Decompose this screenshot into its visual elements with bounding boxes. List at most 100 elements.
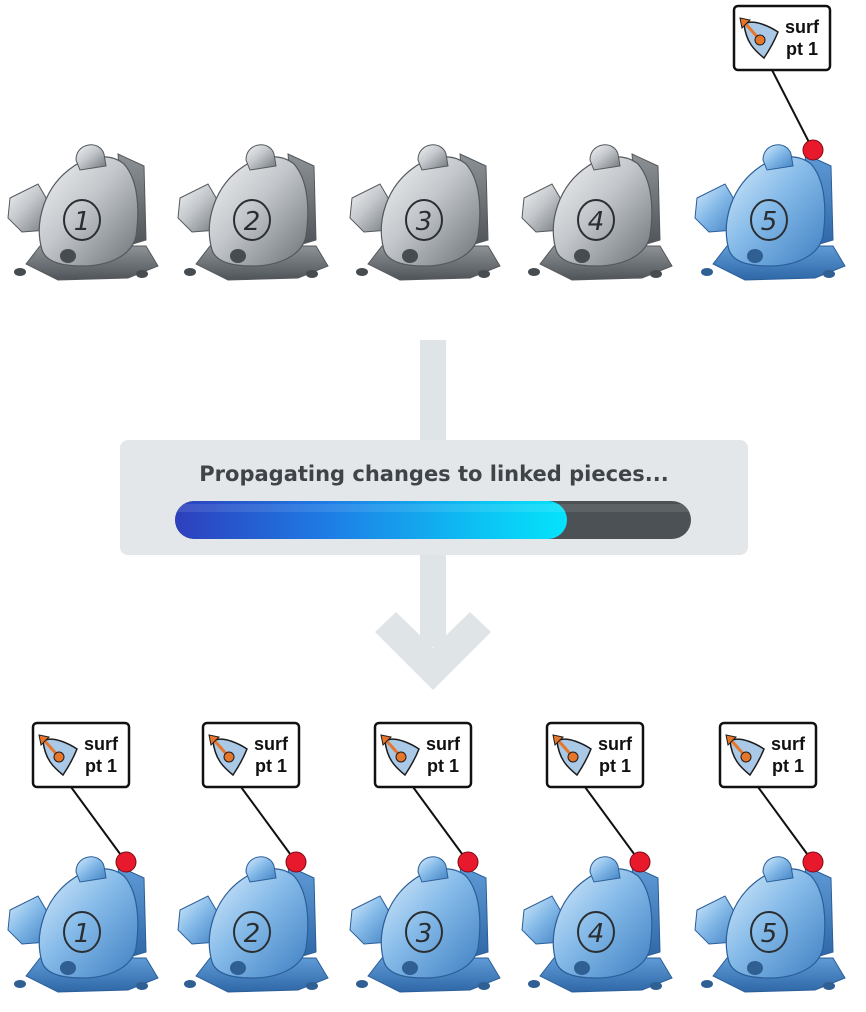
piece-top-boss — [417, 144, 449, 171]
piece-number: 3 — [416, 207, 433, 237]
surface-point-dot — [754, 34, 766, 46]
top-piece-1: 1 — [7, 144, 159, 281]
piece-body — [725, 156, 826, 267]
surface-point-icon — [38, 734, 78, 777]
piece-hole — [402, 961, 418, 975]
piece-number: 2 — [244, 207, 261, 237]
piece-top-boss — [75, 144, 107, 171]
bottom-piece-5: 5 — [694, 856, 846, 993]
bottom-piece-4: 4 — [521, 856, 673, 993]
bottom-piece-2: 2 — [177, 856, 329, 993]
piece-number-badge — [577, 911, 615, 953]
progress-bar-gloss — [175, 504, 691, 512]
piece-foot-hole — [306, 270, 318, 278]
callout-leader-line — [584, 786, 641, 863]
piece-foot-hole — [306, 982, 318, 990]
progress-panel: Propagating changes to linked pieces... — [120, 440, 748, 555]
callout-label-line2: pt 1 — [427, 756, 459, 776]
callout-label-line2: pt 1 — [599, 756, 631, 776]
piece-number: 1 — [74, 207, 91, 237]
piece-foot-hole — [184, 268, 196, 276]
piece-number-badge — [750, 199, 788, 241]
piece-body — [380, 868, 481, 979]
surface-point-dot — [567, 751, 579, 763]
callout-leader-line — [240, 786, 297, 863]
piece-foot-hole — [650, 270, 662, 278]
edit-point-marker — [285, 851, 307, 873]
progress-label: Propagating changes to linked pieces... — [199, 462, 669, 486]
callout-box — [718, 721, 818, 789]
piece-hole — [402, 249, 418, 263]
piece-body — [380, 156, 481, 267]
progress-bar-fill — [175, 501, 568, 539]
piece-foot-hole — [478, 982, 490, 990]
piece-foot-hole — [650, 982, 662, 990]
normal-arrowhead — [38, 734, 51, 747]
piece-body — [38, 868, 139, 979]
top-piece-2: 2 — [177, 144, 329, 281]
piece-top-boss — [245, 856, 277, 883]
callout-box — [373, 721, 473, 789]
normal-arrowhead — [552, 734, 565, 747]
normal-arrowhead — [208, 734, 221, 747]
surface-point-icon — [739, 17, 779, 60]
piece-number: 4 — [588, 207, 605, 237]
piece-foot-hole — [478, 270, 490, 278]
edit-point-marker — [629, 851, 651, 873]
surface-point-dot — [395, 751, 407, 763]
piece-top-boss — [589, 144, 621, 171]
piece-body — [38, 156, 139, 267]
piece-foot-hole — [823, 982, 835, 990]
callout-leader-line — [757, 786, 814, 863]
callout-label-line1: surf — [598, 734, 633, 754]
surface-point-icon — [552, 734, 592, 777]
flow-arrow-shaft-bottom — [420, 555, 446, 647]
piece-body — [208, 868, 309, 979]
callout-label-line1: surf — [771, 734, 806, 754]
piece-top-boss — [245, 144, 277, 171]
callout-label-line2: pt 1 — [786, 39, 818, 59]
top-piece-5: 5 — [694, 144, 846, 281]
top-piece-4: 4 — [521, 144, 673, 281]
piece-number-badge — [233, 199, 271, 241]
piece-foot-hole — [701, 268, 713, 276]
normal-arrowhead — [725, 734, 738, 747]
piece-top-boss — [762, 144, 794, 171]
flow-arrow — [375, 340, 491, 690]
piece-hole — [747, 961, 763, 975]
piece-number: 4 — [588, 919, 605, 949]
callout-label-line1: surf — [785, 17, 820, 37]
edit-point-marker — [802, 139, 824, 161]
callout-leader-line — [412, 786, 469, 863]
callout-label-line1: surf — [254, 734, 289, 754]
piece-top-boss — [75, 856, 107, 883]
callout-box — [201, 721, 301, 789]
piece-number-badge — [63, 911, 101, 953]
piece-number: 5 — [761, 207, 778, 237]
piece-top-boss — [417, 856, 449, 883]
surface-point-dot — [53, 751, 65, 763]
piece-foot-hole — [136, 982, 148, 990]
callout-box — [732, 4, 832, 72]
piece-number: 3 — [416, 919, 433, 949]
piece-body — [552, 156, 653, 267]
piece-number: 1 — [74, 919, 91, 949]
piece-number: 2 — [244, 919, 261, 949]
surface-point-dot — [740, 751, 752, 763]
piece-foot-hole — [528, 268, 540, 276]
callout-leader-line — [771, 69, 814, 151]
piece-foot-hole — [184, 980, 196, 988]
piece-hole — [60, 249, 76, 263]
piece-number-badge — [577, 199, 615, 241]
callout-box — [545, 721, 645, 789]
callout-box — [31, 721, 131, 789]
edit-point-marker — [457, 851, 479, 873]
bottom-piece-3: 3 — [349, 856, 501, 993]
piece-hole — [574, 249, 590, 263]
